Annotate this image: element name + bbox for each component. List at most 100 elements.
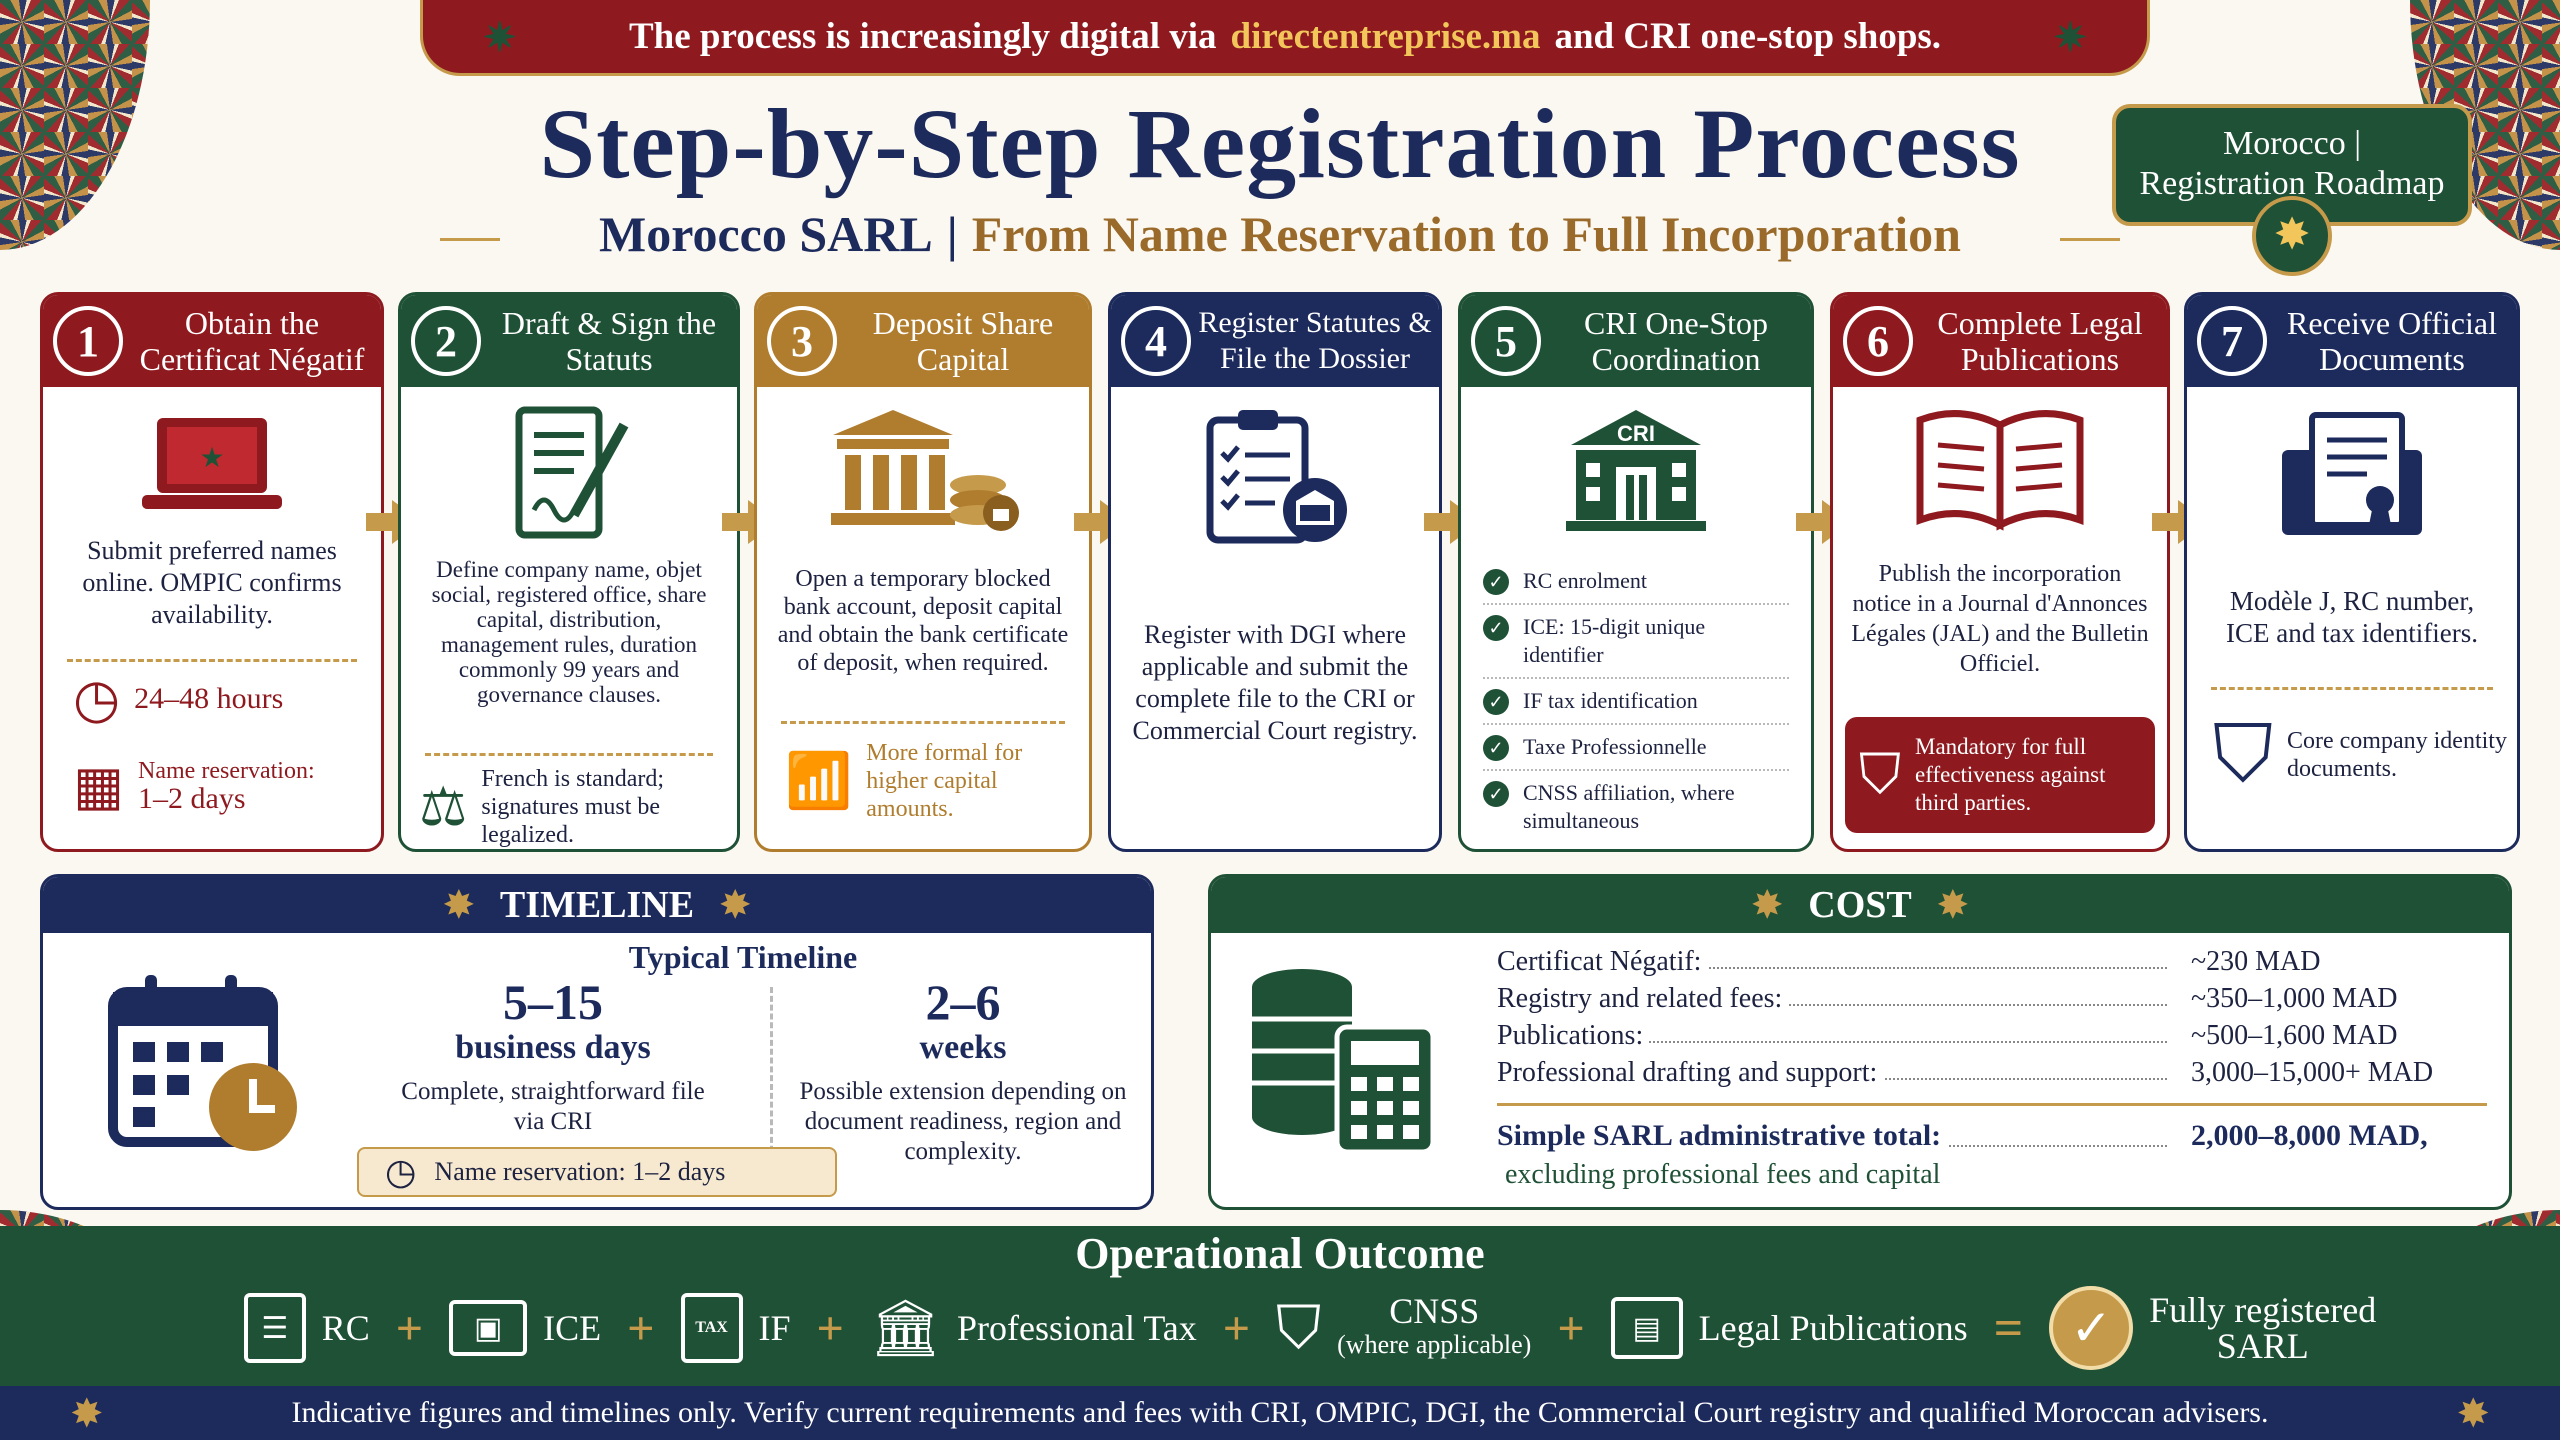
step-6-header: 6 Complete Legal Publications: [1833, 295, 2167, 387]
step-title: Complete Legal Publications: [1937, 305, 2143, 377]
total-label: Simple SARL administrative total:: [1497, 1119, 1948, 1152]
cost-row: Certificat Négatif: ~230 MAD: [1497, 943, 2487, 980]
cost-panel: ✸ COST ✸ Certificat Négatif: ~230 MAD Re…: [1208, 874, 2512, 1210]
step-number: 1: [53, 306, 123, 376]
check-icon: ✓: [1483, 735, 1509, 761]
timeline-extended: 2–6 weeks Possible extension depending o…: [783, 975, 1143, 1167]
reservation-label: Name reservation:: [138, 758, 315, 784]
ornament-icon: ✸: [2456, 1391, 2490, 1436]
calendar-clock-icon: [103, 967, 303, 1162]
ornament-icon: ✸: [1937, 885, 1968, 925]
equals-sign: =: [1993, 1299, 2024, 1357]
name-reservation-pill: ◷ Name reservation: 1–2 days: [357, 1147, 837, 1197]
building-icon: 🏛: [869, 1298, 941, 1360]
plus-sign: +: [816, 1301, 844, 1355]
ornament-icon: ✸: [1752, 885, 1783, 925]
check-icon: ✓: [1483, 569, 1509, 595]
cri-checklist: ✓RC enrolment ✓ICE: 15-digit unique iden…: [1483, 559, 1789, 843]
step-1-header: 1 Obtain the Certificat Négatif: [43, 295, 381, 387]
step-description: Register with DGI where applicable and s…: [1132, 620, 1418, 745]
total-value: 2,000–8,000 MAD,: [2191, 1119, 2428, 1152]
step-title: Deposit Share Capital: [872, 305, 1054, 377]
timeline-subheading: Typical Timeline: [628, 939, 858, 975]
step-title: CRI One-Stop Coordination: [1584, 305, 1768, 377]
step-5-header: 5 CRI One-Stop Coordination: [1461, 295, 1811, 387]
note-text: Core company identity documents.: [2287, 728, 2507, 782]
outcome-legal-publications: ▤Legal Publications: [1610, 1297, 1968, 1359]
top-banner: ✷ The process is increasingly digital vi…: [420, 0, 2150, 76]
timeline-unit: business days: [455, 1029, 651, 1066]
step-number: 3: [767, 306, 837, 376]
check-icon: ✓: [1483, 615, 1509, 641]
newspaper-icon: ▤: [1610, 1297, 1683, 1359]
ornament-icon: ✸: [443, 885, 474, 925]
step-description: Publish the incorporation notice in a Jo…: [1851, 561, 2149, 677]
timeline-desc: Complete, straightforward file via CRI: [401, 1078, 705, 1135]
building-label: CRI: [1617, 421, 1655, 446]
step-2-header: 2 Draft & Sign the Statuts: [401, 295, 737, 387]
badge-line2: Registration Roadmap: [2139, 165, 2445, 202]
badge-star-icon: ✸: [2252, 196, 2332, 276]
growth-chart-icon: 📶: [785, 751, 853, 811]
subtitle-ornament-left: [440, 238, 500, 241]
roadmap-badge: Morocco | Registration Roadmap: [2112, 104, 2472, 226]
step-description: Submit preferred names online. OMPIC con…: [82, 536, 342, 629]
timeline-heading: TIMELINE: [499, 884, 695, 926]
star-icon: ✷: [483, 15, 517, 60]
cost-row: Registry and related fees: ~350–1,000 MA…: [1497, 980, 2487, 1017]
step-title: Register Statutes & File the Dossier: [1198, 306, 1432, 375]
star-icon: ✷: [2053, 15, 2087, 60]
step-card-1: 1 Obtain the Certificat Négatif ★ Submit…: [40, 292, 384, 852]
timeline-panel: ✸ TIMELINE ✸ Typical Timeline 5–15 busin…: [40, 874, 1154, 1210]
step-card-7: 7 Receive Official Documents Modèle J, R…: [2184, 292, 2520, 852]
step-description: Modèle J, RC number, ICE and tax identif…: [2226, 586, 2478, 648]
step-4-header: 4 Register Statutes & File the Dossier: [1111, 295, 1439, 387]
coins-calculator-icon: [1247, 957, 1437, 1162]
reservation-note: ▦ Name reservation:1–2 days: [73, 757, 315, 815]
step-number: 7: [2197, 306, 2267, 376]
subtitle-separator: |: [946, 206, 958, 262]
ornament-icon: ✸: [720, 885, 751, 925]
step-number: 2: [411, 306, 481, 376]
cost-table: Certificat Négatif: ~230 MAD Registry an…: [1497, 943, 2487, 1091]
timeline-value: 5–15: [503, 974, 603, 1030]
language-note: ⚖ French is standard; signatures must be…: [419, 765, 723, 849]
check-icon: ✓: [1483, 781, 1509, 807]
clock-icon: ◷: [73, 669, 121, 729]
divider: [781, 721, 1065, 724]
mandatory-callout: ⛉ Mandatory for full effectiveness again…: [1845, 717, 2155, 833]
shield-star-icon: ⛉: [2213, 711, 2273, 799]
reservation-value: 1–2 days: [138, 782, 246, 815]
timeline-header: ✸ TIMELINE ✸: [43, 877, 1151, 933]
capital-note: 📶 More formal for higher capital amounts…: [785, 739, 1075, 823]
timeline-value: 2–6: [925, 974, 1001, 1030]
subtitle-ornament-right: [2060, 238, 2120, 241]
page-subtitle: Morocco SARL|From Name Reservation to Fu…: [0, 205, 2560, 263]
svg-text:★: ★: [199, 443, 224, 474]
certificate-icon: [2187, 405, 2517, 577]
divider: [67, 659, 357, 662]
outcome-ice: ▣ICE: [449, 1300, 601, 1356]
cost-row: Professional drafting and support: 3,000…: [1497, 1054, 2487, 1091]
step-7-header: 7 Receive Official Documents: [2187, 295, 2517, 387]
clipboard-icon: [1111, 405, 1439, 577]
shield-person-icon: ⛉: [1276, 1294, 1322, 1361]
subtitle-part2: From Name Reservation to Full Incorporat…: [971, 206, 1961, 262]
outcome-professional-tax: 🏛Professional Tax: [870, 1295, 1197, 1361]
document-sign-icon: [401, 405, 737, 577]
step-3-header: 3 Deposit Share Capital: [757, 295, 1089, 387]
calendar-icon: ▦: [73, 756, 125, 816]
outcome-cnss: ⛉CNSS(where applicable): [1276, 1291, 1532, 1361]
document-icon: ☰: [243, 1293, 306, 1363]
step-number: 4: [1121, 306, 1191, 376]
plus-sign: +: [395, 1301, 424, 1355]
id-card-icon: ▣: [449, 1300, 528, 1356]
cost-divider: [1497, 1103, 2487, 1106]
book-icon: [1833, 405, 2167, 567]
banner-link[interactable]: directentreprise.ma: [1230, 16, 1541, 57]
cost-heading: COST: [1808, 884, 1912, 926]
subtitle-part1: Morocco SARL: [599, 206, 933, 262]
step-description: Define company name, objet social, regis…: [431, 557, 707, 707]
cost-row: Publications: ~500–1,600 MAD: [1497, 1017, 2487, 1054]
